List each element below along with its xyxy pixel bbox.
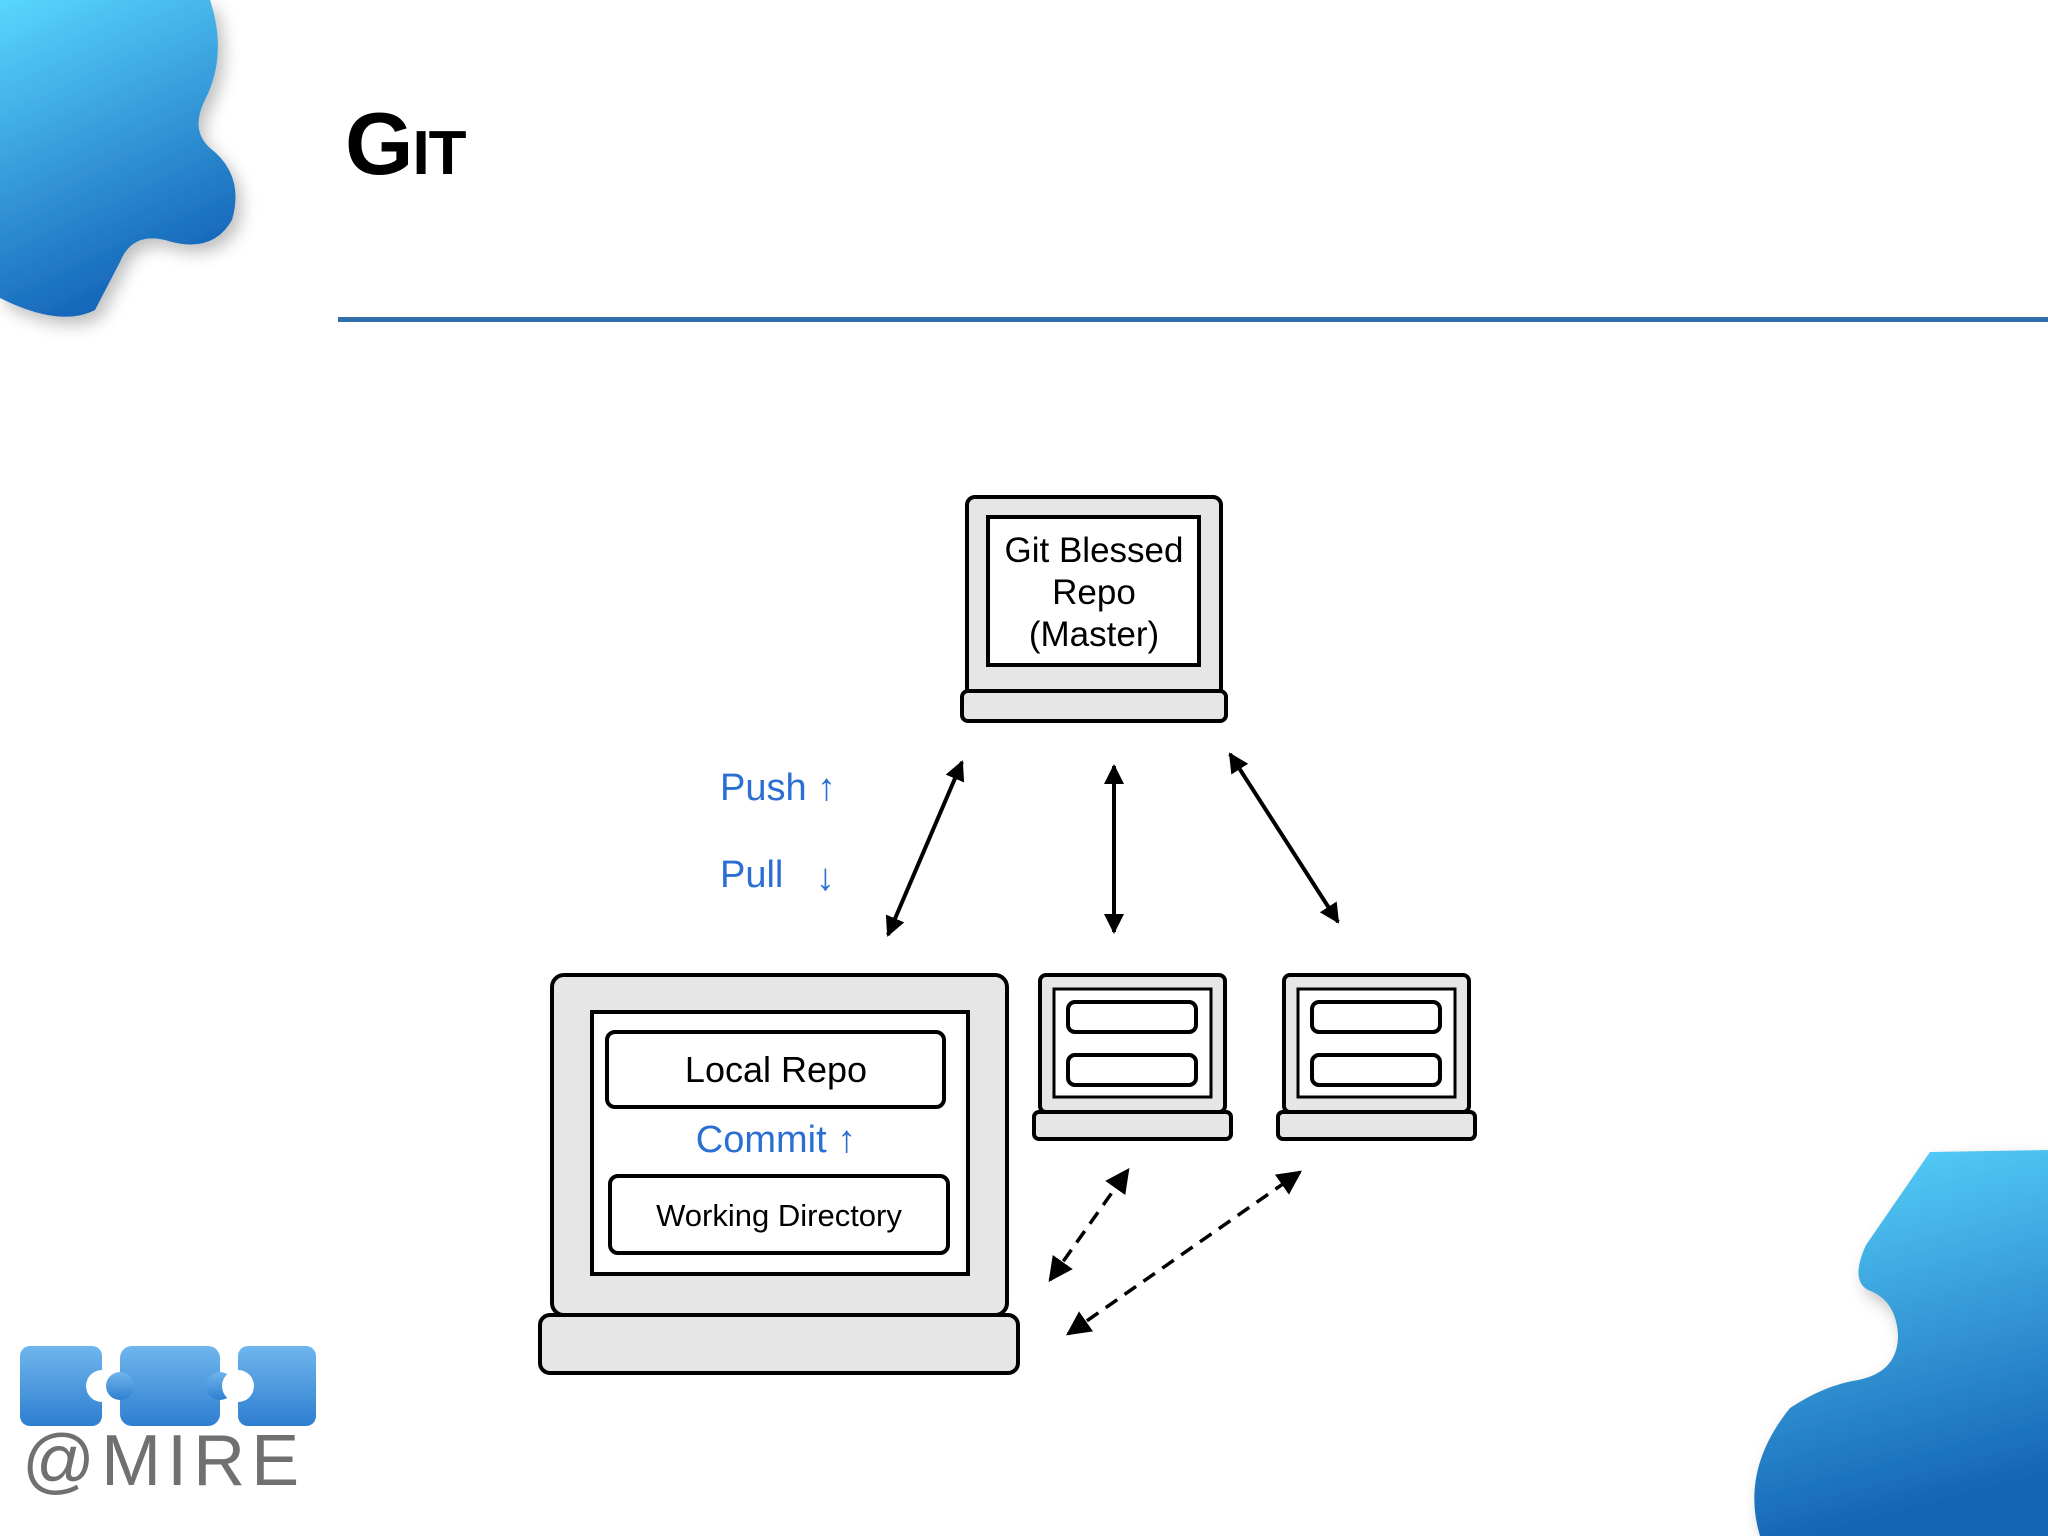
push-label: Push ↑	[720, 767, 836, 809]
mire-logo-text: @MIRE	[22, 1421, 305, 1501]
blessed-repo-server: Git Blessed Repo (Master)	[960, 495, 1228, 723]
peer-arrow-middle	[1048, 1168, 1130, 1282]
pull-arrow-glyph: ↓	[816, 857, 835, 899]
peer-arrow-right	[1065, 1170, 1303, 1336]
working-directory-box	[608, 1174, 950, 1255]
working-directory-label: Working Directory	[656, 1198, 902, 1233]
mire-logo-mark	[20, 1346, 316, 1426]
puzzle-piece-bottom-right	[1754, 1150, 2048, 1536]
push-pull-arrow-right	[1228, 752, 1340, 924]
server-label-line-3: (Master)	[1029, 615, 1159, 654]
puzzle-piece-top-left	[0, 0, 236, 317]
peer-laptop-middle	[1032, 973, 1233, 1141]
local-repo-box	[605, 1030, 946, 1109]
title-underline	[338, 317, 2048, 322]
server-label-line-2: Repo	[1052, 573, 1136, 612]
push-pull-arrow-local	[885, 760, 965, 937]
server-label-line-1: Git Blessed	[1005, 531, 1184, 570]
local-laptop: Local Repo Commit ↑ Working Directory	[538, 973, 1020, 1375]
local-repo-label: Local Repo	[685, 1049, 867, 1090]
pull-label: Pull	[720, 854, 783, 896]
peer-laptop-right	[1276, 973, 1477, 1141]
slide-title: Git	[345, 94, 467, 193]
commit-label: Commit ↑	[696, 1119, 856, 1161]
